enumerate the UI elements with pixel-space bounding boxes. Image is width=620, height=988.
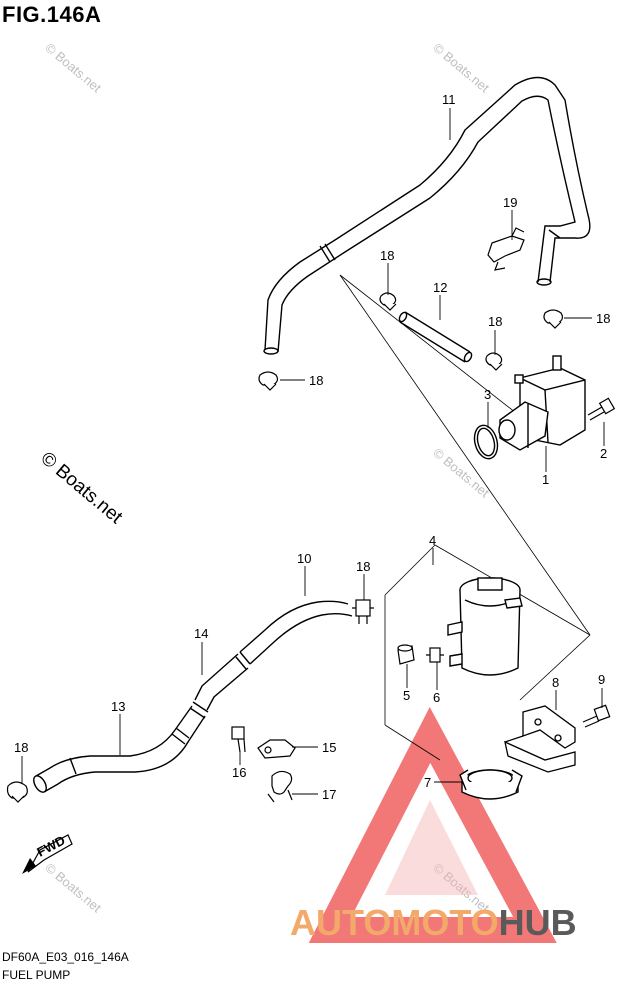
brand-text-primary: AUTOMOTO <box>290 902 499 943</box>
hose-13 <box>33 705 206 793</box>
callout-11: 11 <box>442 92 456 107</box>
brand-triangle <box>308 707 557 943</box>
figure-code: DF60A_E03_016_146A <box>2 950 129 964</box>
callout-15: 15 <box>322 740 336 755</box>
callout-10: 10 <box>297 551 311 566</box>
fwd-arrow: FWD <box>22 833 73 874</box>
brand-logo: AUTOMOTOHUB <box>290 902 577 944</box>
callout-12: 12 <box>433 280 447 295</box>
callout-18: 18 <box>380 248 394 263</box>
hose-14 <box>189 653 249 719</box>
clip-18 <box>352 599 374 624</box>
clip-17 <box>267 770 293 803</box>
bolt-2 <box>587 397 616 421</box>
callouts: 11 19 18 12 18 18 18 3 2 1 4 10 18 14 5 … <box>14 92 610 802</box>
hose-10 <box>235 600 353 670</box>
bolt-16 <box>231 726 246 753</box>
callout-18: 18 <box>309 373 323 388</box>
hose-11 <box>263 76 591 355</box>
callout-7: 7 <box>424 775 431 790</box>
bracket-8 <box>504 705 576 773</box>
callout-13: 13 <box>111 699 125 714</box>
o-ring-3 <box>473 424 499 460</box>
clip-19 <box>487 227 525 271</box>
callout-6: 6 <box>433 690 440 705</box>
clip-18 <box>258 371 279 391</box>
callout-4: 4 <box>429 533 436 548</box>
bracket-15 <box>257 739 296 759</box>
callout-2: 2 <box>600 446 607 461</box>
hose-12 <box>398 311 473 363</box>
fuel-pump-1 <box>498 355 586 451</box>
callout-14: 14 <box>194 626 208 641</box>
cap-5 <box>397 644 415 665</box>
brand-text-secondary: HUB <box>498 902 577 943</box>
clip-18 <box>6 781 28 803</box>
callout-5: 5 <box>403 688 410 703</box>
figure-name: FUEL PUMP <box>2 968 71 982</box>
clip-18 <box>379 292 397 311</box>
callout-9: 9 <box>598 672 605 687</box>
callout-18: 18 <box>596 311 610 326</box>
clip-18 <box>485 352 503 371</box>
band-7 <box>459 769 523 800</box>
callout-18: 18 <box>488 314 502 329</box>
explode-lines <box>339 274 591 761</box>
leader-lines <box>21 108 605 795</box>
clip-6 <box>426 647 444 663</box>
callout-18: 18 <box>14 740 28 755</box>
callout-17: 17 <box>322 787 336 802</box>
fuel-filter-4 <box>447 577 523 676</box>
bolt-9 <box>582 704 611 728</box>
clip-18 <box>543 309 564 329</box>
callout-18: 18 <box>356 559 370 574</box>
figure-title: FIG.146A <box>2 2 102 27</box>
callout-1: 1 <box>542 472 549 487</box>
callout-19: 19 <box>503 195 517 210</box>
callout-16: 16 <box>232 765 246 780</box>
callout-3: 3 <box>484 387 491 402</box>
callout-8: 8 <box>552 675 559 690</box>
